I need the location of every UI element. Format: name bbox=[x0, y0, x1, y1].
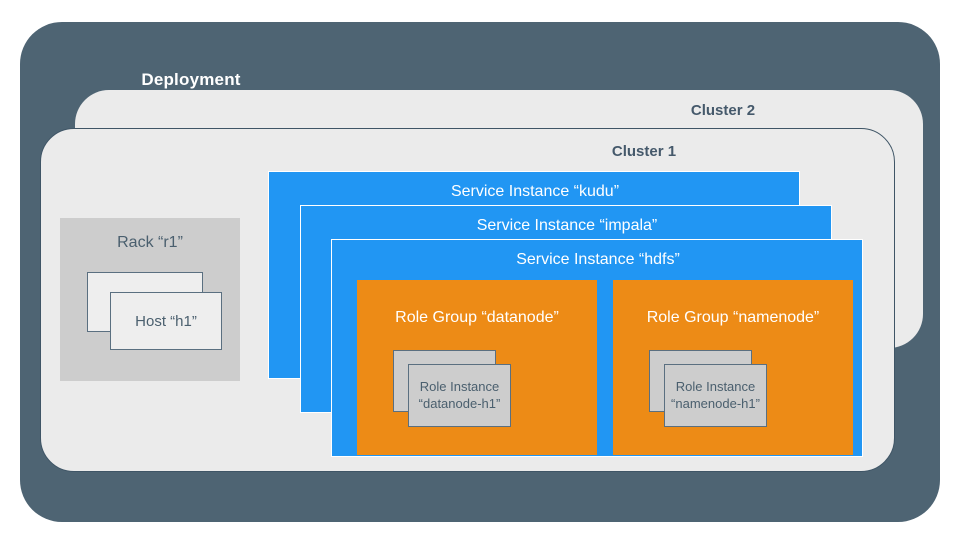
rack-label: Rack “r1” bbox=[117, 234, 183, 251]
host-label: Host “h1” bbox=[135, 312, 197, 330]
service-instance-impala-label: Service Instance “impala” bbox=[476, 217, 658, 234]
role-group-datanode: Role Group “datanode” Role Instance “dat… bbox=[357, 280, 597, 455]
deployment-label: Deployment bbox=[141, 70, 241, 89]
role-instance-datanode-line1: Role Instance bbox=[419, 379, 500, 395]
cluster-2-label: Cluster 2 bbox=[690, 102, 756, 119]
role-group-datanode-label: Role Group “datanode” bbox=[395, 309, 559, 326]
host-card-front: Host “h1” bbox=[110, 292, 222, 350]
cluster-1-label: Cluster 1 bbox=[611, 143, 677, 160]
role-instance-namenode-line2: “namenode-h1” bbox=[671, 395, 760, 411]
role-group-namenode: Role Group “namenode” Role Instance “nam… bbox=[613, 280, 853, 455]
role-instance-namenode-card-front: Role Instance “namenode-h1” bbox=[664, 364, 767, 427]
service-instance-hdfs: Service Instance “hdfs” Role Group “data… bbox=[331, 239, 863, 457]
service-instance-kudu-label: Service Instance “kudu” bbox=[450, 183, 620, 200]
role-instance-datanode-line2: “datanode-h1” bbox=[418, 395, 501, 411]
role-group-namenode-label: Role Group “namenode” bbox=[646, 309, 820, 326]
role-instance-datanode-card-front: Role Instance “datanode-h1” bbox=[408, 364, 511, 427]
role-instance-namenode-line1: Role Instance bbox=[675, 379, 756, 395]
service-instance-hdfs-label: Service Instance “hdfs” bbox=[516, 251, 680, 268]
